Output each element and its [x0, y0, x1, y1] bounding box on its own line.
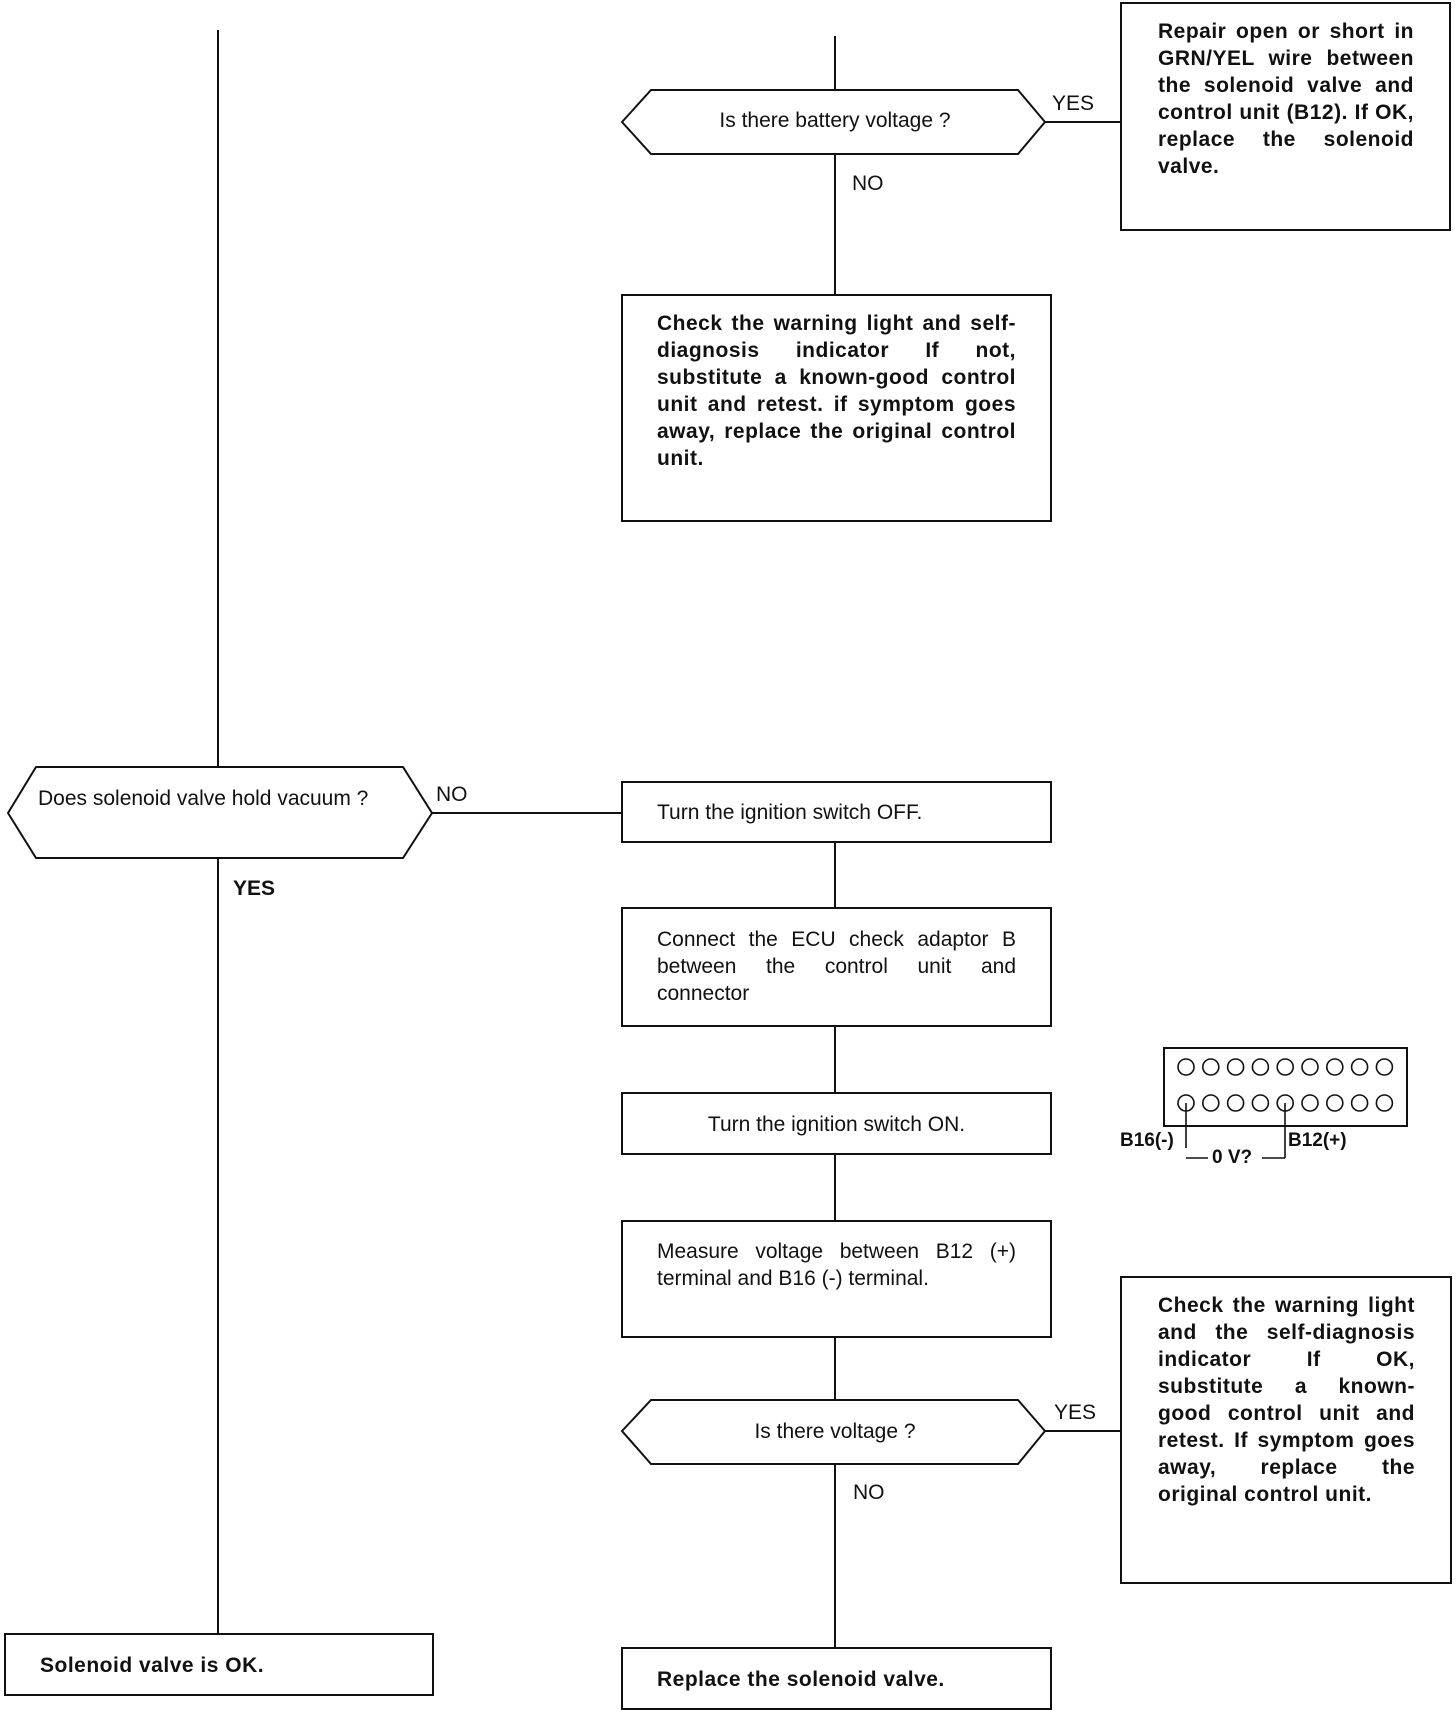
- connector-pin: [1375, 1094, 1394, 1112]
- box-check-warning-light-1: Check the warning light and self-diagnos…: [621, 294, 1052, 522]
- box-ignition-on: Turn the ignition switch ON.: [621, 1092, 1052, 1155]
- connector-pin: [1301, 1058, 1319, 1076]
- decision-voltage: [620, 1399, 1047, 1465]
- label-zero-volt: 0 V?: [1212, 1147, 1253, 1168]
- no-label: NO: [853, 1481, 885, 1504]
- decision-battery-voltage: [620, 89, 1047, 155]
- connector-pin: [1326, 1094, 1344, 1112]
- connector-pin: [1226, 1058, 1245, 1076]
- box-connect-adaptor: Connect the ECU check adaptor B between …: [621, 907, 1052, 1027]
- connector-pin: [1202, 1094, 1220, 1112]
- connector-pin: [1276, 1058, 1294, 1076]
- connector-pin: [1375, 1058, 1394, 1076]
- label-b12: B12(+): [1288, 1130, 1347, 1151]
- label-b16: B16(-): [1120, 1130, 1174, 1151]
- box-replace-solenoid: Replace the solenoid valve.: [621, 1647, 1052, 1710]
- connector-pin: [1177, 1058, 1195, 1076]
- decision-hold-vacuum: [6, 766, 434, 859]
- connector-pin: [1226, 1094, 1245, 1112]
- decision-hold-vacuum-text: Does solenoid valve hold vacuum ?: [38, 787, 369, 810]
- connector-pin: [1251, 1058, 1270, 1076]
- connector-pin: [1202, 1058, 1220, 1076]
- box-solenoid-ok: Solenoid valve is OK.: [4, 1633, 434, 1696]
- box-repair-open-short: Repair open or short in GRN/YEL wire bet…: [1120, 2, 1451, 231]
- box-check-warning-light-2: Check the warning light and the self-dia…: [1120, 1276, 1452, 1584]
- no-label: NO: [436, 783, 468, 806]
- connector-pin: [1326, 1058, 1344, 1076]
- connector-pin: [1251, 1094, 1270, 1112]
- box-ignition-off: Turn the ignition switch OFF.: [621, 781, 1052, 843]
- connector-pin: [1350, 1058, 1369, 1076]
- decision-voltage-text: Is there voltage ?: [754, 1420, 916, 1443]
- connector-diagram: [1163, 1047, 1408, 1159]
- yes-label: YES: [233, 877, 276, 900]
- connector-pin: [1350, 1094, 1369, 1112]
- yes-label: YES: [1054, 1401, 1097, 1424]
- connector-pin: [1301, 1094, 1319, 1112]
- yes-label: YES: [1052, 92, 1095, 115]
- decision-battery-voltage-text: Is there battery voltage ?: [719, 109, 951, 132]
- no-label: NO: [852, 172, 884, 195]
- box-measure-voltage: Measure voltage between B12 (+) terminal…: [621, 1220, 1052, 1338]
